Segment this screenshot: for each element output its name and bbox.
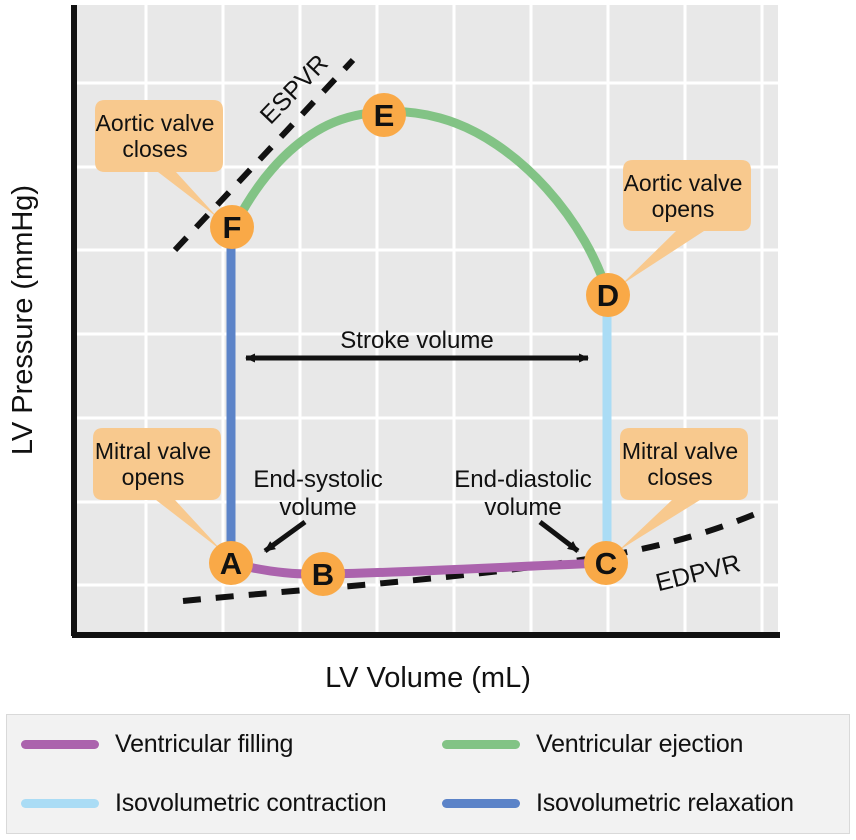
callout-aortic-valve-opens: Aortic valve opens <box>621 160 751 285</box>
callout-mitral-valve-closes-line2: closes <box>647 464 712 490</box>
point-marker-E[interactable]: E <box>362 93 406 137</box>
legend-item-ventricular-ejection[interactable]: Ventricular ejection <box>428 730 849 759</box>
point-marker-B-label: B <box>312 557 334 592</box>
x-axis-label: LV Volume (mL) <box>325 662 531 694</box>
callout-mitral-valve-opens-line2: opens <box>122 464 185 490</box>
edpvr-curve <box>182 509 762 604</box>
callout-aortic-valve-opens-line1: Aortic valve <box>624 170 743 196</box>
point-marker-C-label: C <box>595 546 617 581</box>
point-marker-F-label: F <box>223 210 242 245</box>
end-diastolic-volume-label-line1: End-diastolic <box>454 466 591 493</box>
callout-aortic-valve-opens-line2: opens <box>652 196 715 222</box>
legend-swatch-isovolumetric-relaxation <box>442 799 520 808</box>
callout-mitral-valve-closes-line1: Mitral valve <box>622 438 738 464</box>
plot-background <box>72 5 778 634</box>
legend-item-ventricular-filling[interactable]: Ventricular filling <box>7 730 428 759</box>
legend-label-isovolumetric-contraction: Isovolumetric contraction <box>115 789 387 817</box>
end-systolic-volume-pointer <box>263 519 307 554</box>
point-marker-E-label: E <box>374 98 395 133</box>
point-marker-A[interactable]: A <box>209 541 253 585</box>
legend-label-ventricular-filling: Ventricular filling <box>115 730 294 758</box>
legend-swatch-ventricular-ejection <box>442 740 520 749</box>
y-axis-label: LV Pressure (mmHg) <box>7 185 39 455</box>
end-systolic-volume-label-line1: End-systolic <box>253 466 382 493</box>
point-marker-F[interactable]: F <box>210 205 254 249</box>
end-diastolic-volume-label-line2: volume <box>484 494 561 521</box>
legend-panel: Ventricular filling Ventricular ejection… <box>6 714 850 834</box>
legend-swatch-isovolumetric-contraction <box>21 799 99 808</box>
point-marker-D[interactable]: D <box>586 273 630 317</box>
legend-item-isovolumetric-relaxation[interactable]: Isovolumetric relaxation <box>428 789 849 818</box>
callout-aortic-valve-closes: Aortic valve closes <box>95 100 223 218</box>
callout-mitral-valve-opens: Mitral valve opens <box>93 428 222 551</box>
point-marker-A-label: A <box>220 546 242 581</box>
stroke-volume-label: Stroke volume <box>340 327 493 354</box>
callout-aortic-valve-closes-line1: Aortic valve <box>96 110 215 136</box>
point-marker-C[interactable]: C <box>584 541 628 585</box>
legend-label-ventricular-ejection: Ventricular ejection <box>536 730 744 758</box>
point-marker-D-label: D <box>597 278 619 313</box>
callout-mitral-valve-closes: Mitral valve closes <box>618 428 748 551</box>
ventricular-filling-curve <box>226 558 611 579</box>
legend-label-isovolumetric-relaxation: Isovolumetric relaxation <box>536 789 794 817</box>
espvr-line <box>172 57 356 253</box>
end-diastolic-volume-pointer <box>538 520 580 553</box>
legend-swatch-ventricular-filling <box>21 740 99 749</box>
callout-mitral-valve-opens-line1: Mitral valve <box>95 438 211 464</box>
point-marker-B[interactable]: B <box>301 552 345 596</box>
callout-aortic-valve-closes-line2: closes <box>122 136 187 162</box>
legend-item-isovolumetric-contraction[interactable]: Isovolumetric contraction <box>7 789 428 818</box>
end-systolic-volume-label-line2: volume <box>279 494 356 521</box>
